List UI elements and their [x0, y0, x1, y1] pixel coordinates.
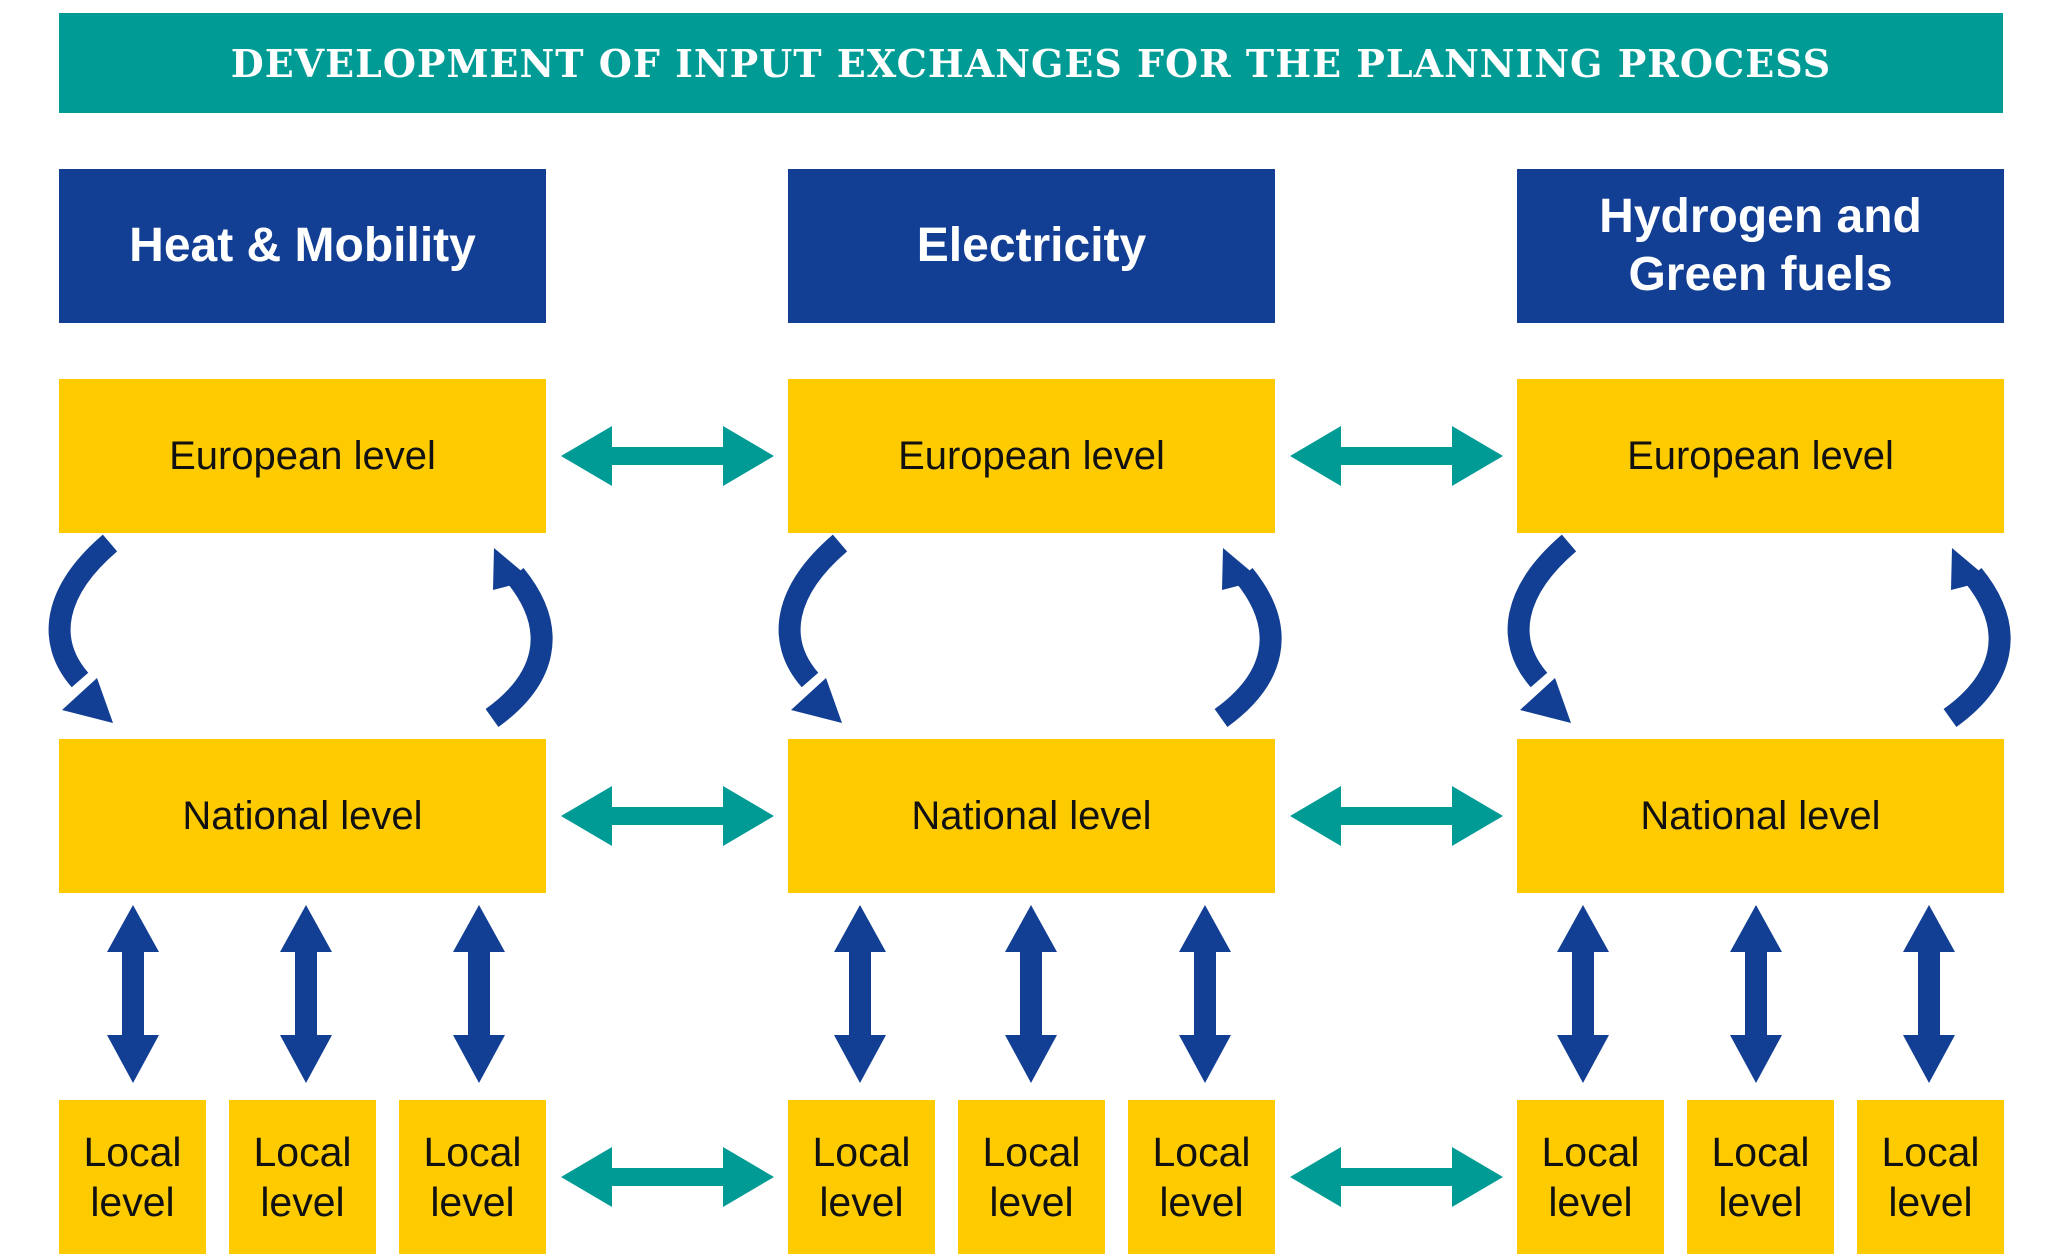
sector-heat-mobility: Heat & Mobility [59, 169, 546, 323]
national-level-box: National level [1517, 739, 2004, 893]
arrowhead-icon [62, 678, 113, 723]
local-level-box: Local level [1687, 1100, 1834, 1254]
horizontal-double-arrow-icon [1290, 786, 1503, 846]
vertical-double-arrow-icon [453, 905, 505, 1083]
local-level-box: Local level [1857, 1100, 2004, 1254]
local-level-box: Local level [788, 1100, 935, 1254]
local-level-box: Local level [958, 1100, 1105, 1254]
horizontal-double-arrow-icon [561, 426, 774, 486]
local-level-box: Local level [229, 1100, 376, 1254]
curved-arrow-up-icon [1943, 568, 2011, 727]
vertical-double-arrow-icon [1730, 905, 1782, 1083]
local-level-box: Local level [1517, 1100, 1664, 1254]
national-level-box: National level [788, 739, 1275, 893]
arrowhead-icon [791, 678, 842, 723]
arrowhead-icon [493, 548, 532, 590]
local-level-box: Local level [1128, 1100, 1275, 1254]
curved-arrow-up-icon [1214, 568, 1282, 727]
local-level-box: Local level [59, 1100, 206, 1254]
arrowhead-icon [1222, 548, 1261, 590]
diagram-title: DEVELOPMENT OF INPUT EXCHANGES FOR THE P… [230, 40, 1832, 86]
european-level-box: European level [59, 379, 546, 533]
vertical-double-arrow-icon [1179, 905, 1231, 1083]
sector-electricity: Electricity [788, 169, 1275, 323]
national-level-box: National level [59, 739, 546, 893]
curved-arrow-down-icon [778, 534, 848, 688]
vertical-double-arrow-icon [1557, 905, 1609, 1083]
curved-arrow-down-icon [1507, 534, 1577, 688]
vertical-double-arrow-icon [1903, 905, 1955, 1083]
sector-hydrogen-green-fuels: Hydrogen and Green fuels [1517, 169, 2004, 323]
arrowhead-icon [1520, 678, 1571, 723]
curved-arrow-down-icon [48, 534, 118, 688]
vertical-double-arrow-icon [280, 905, 332, 1083]
horizontal-double-arrow-icon [561, 786, 774, 846]
vertical-double-arrow-icon [1005, 905, 1057, 1083]
curved-arrow-up-icon [485, 568, 553, 727]
european-level-box: European level [788, 379, 1275, 533]
european-level-box: European level [1517, 379, 2004, 533]
horizontal-double-arrow-icon [561, 1147, 774, 1207]
local-level-box: Local level [399, 1100, 546, 1254]
vertical-double-arrow-icon [107, 905, 159, 1083]
horizontal-double-arrow-icon [1290, 426, 1503, 486]
title-banner: DEVELOPMENT OF INPUT EXCHANGES FOR THE P… [59, 13, 2003, 113]
vertical-double-arrow-icon [834, 905, 886, 1083]
arrowhead-icon [1951, 548, 1990, 590]
horizontal-double-arrow-icon [1290, 1147, 1503, 1207]
